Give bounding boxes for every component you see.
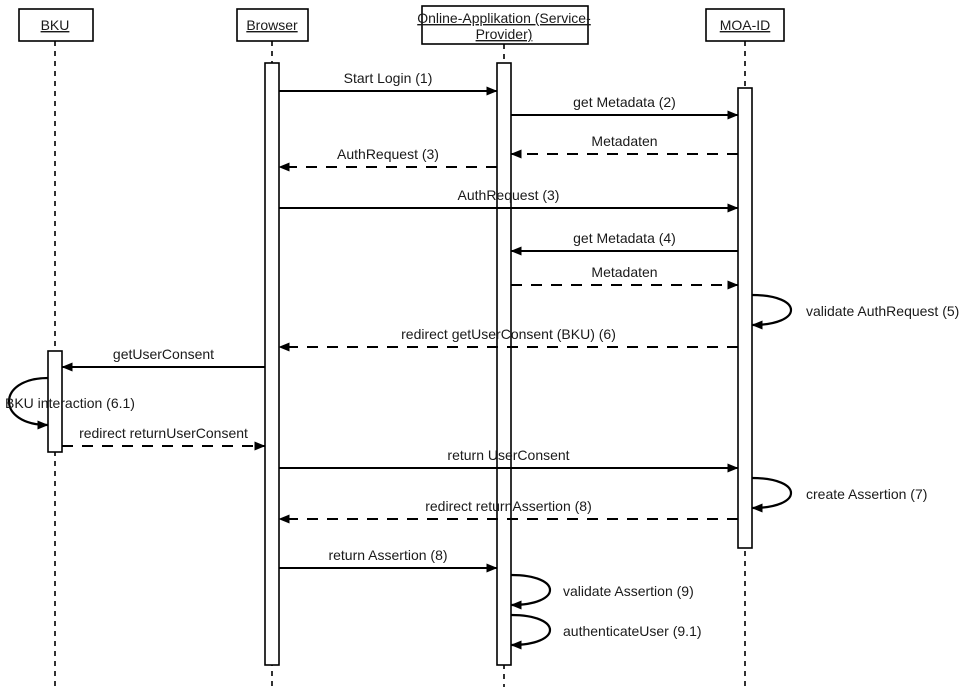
self-message-arc: [510, 573, 552, 610]
activation-bar-oa: [496, 62, 512, 666]
self-message-arc: [8, 376, 49, 430]
messages-layer: Start Login (1) get Metadata (2) Metadaten…: [61, 70, 739, 573]
self-message-label: create Assertion (7): [806, 486, 927, 502]
message-6-moaid-to-oa: get Metadata (4): [510, 230, 738, 256]
activation-bar-moaid: [737, 87, 753, 549]
lifeline-headers-layer: BKU Browser Online-Applikation (Service-Pr…: [18, 5, 785, 45]
self-message-arc: [751, 476, 793, 513]
message-9-browser-to-bku: getUserConsent: [61, 346, 265, 372]
lifeline-header-box: [236, 8, 309, 42]
message-label: return Assertion (8): [328, 547, 447, 563]
self-message-label: validate Assertion (9): [563, 583, 694, 599]
self-message-label: authenticateUser (9.1): [563, 623, 702, 639]
message-label: Metadaten: [591, 264, 657, 280]
message-1-browser-to-oa: Start Login (1): [279, 70, 498, 96]
lifeline-header-box: [705, 8, 785, 42]
message-10-bku-to-browser: redirect returnUserConsent: [62, 425, 266, 451]
activation-bar-browser: [264, 62, 280, 666]
message-label: AuthRequest (3): [337, 146, 439, 162]
message-8-moaid-to-browser: redirect getUserConsent (BKU) (6): [278, 326, 738, 352]
message-label: return UserConsent: [447, 447, 569, 463]
message-label: get Metadata (4): [573, 230, 676, 246]
message-12-moaid-to-browser: redirect returnAssertion (8): [278, 498, 738, 524]
lifeline-header-box: [18, 8, 94, 42]
message-4-oa-to-browser: AuthRequest (3): [278, 146, 497, 172]
self-messages-layer: validate AuthRequest (5) BKU interaction …: [5, 293, 959, 650]
message-label: getUserConsent: [113, 346, 214, 362]
message-label: get Metadata (2): [573, 94, 676, 110]
message-label: redirect getUserConsent (BKU) (6): [401, 326, 616, 342]
message-label: AuthRequest (3): [458, 187, 560, 203]
self-message-4-oa: validate Assertion (9): [510, 573, 694, 610]
self-message-3-moaid: create Assertion (7): [751, 476, 927, 513]
lifeline-header-label: BKU: [41, 17, 70, 33]
message-label: Start Login (1): [344, 70, 433, 86]
message-2-oa-to-moaid: get Metadata (2): [511, 94, 739, 120]
self-message-arc: [751, 293, 793, 330]
message-3-moaid-to-oa: Metadaten: [510, 133, 738, 159]
self-message-label: BKU interaction (6.1): [5, 395, 135, 411]
lifeline-header-box: [421, 5, 589, 45]
lifeline-header-browser[interactable]: Browser: [236, 8, 309, 42]
lifeline-header-moaid[interactable]: MOA-ID: [705, 8, 785, 42]
lifeline-header-oa[interactable]: Online-Applikation (Service-Provider): [417, 5, 591, 45]
self-message-label: validate AuthRequest (5): [806, 303, 959, 319]
activation-bar-bku: [47, 350, 63, 453]
activations-layer: [47, 62, 753, 666]
message-label: redirect returnAssertion (8): [425, 498, 592, 514]
lifeline-header-label: Online-Applikation (Service-: [417, 10, 591, 26]
lifeline-header-label: MOA-ID: [720, 17, 771, 33]
message-5-browser-to-moaid: AuthRequest (3): [279, 187, 739, 213]
self-message-2-bku: BKU interaction (6.1): [5, 376, 135, 430]
lifeline-header-bku[interactable]: BKU: [18, 8, 94, 42]
lifeline-header-label: Provider): [476, 26, 533, 42]
self-message-1-moaid: validate AuthRequest (5): [751, 293, 959, 330]
message-7-oa-to-moaid: Metadaten: [511, 264, 739, 290]
message-label: Metadaten: [591, 133, 657, 149]
self-message-arc: [510, 613, 552, 650]
message-label: redirect returnUserConsent: [79, 425, 248, 441]
lifeline-header-label: Browser: [246, 17, 298, 33]
message-13-browser-to-oa: return Assertion (8): [279, 547, 498, 573]
message-11-browser-to-moaid: return UserConsent: [279, 447, 739, 473]
self-message-5-oa: authenticateUser (9.1): [510, 613, 702, 650]
